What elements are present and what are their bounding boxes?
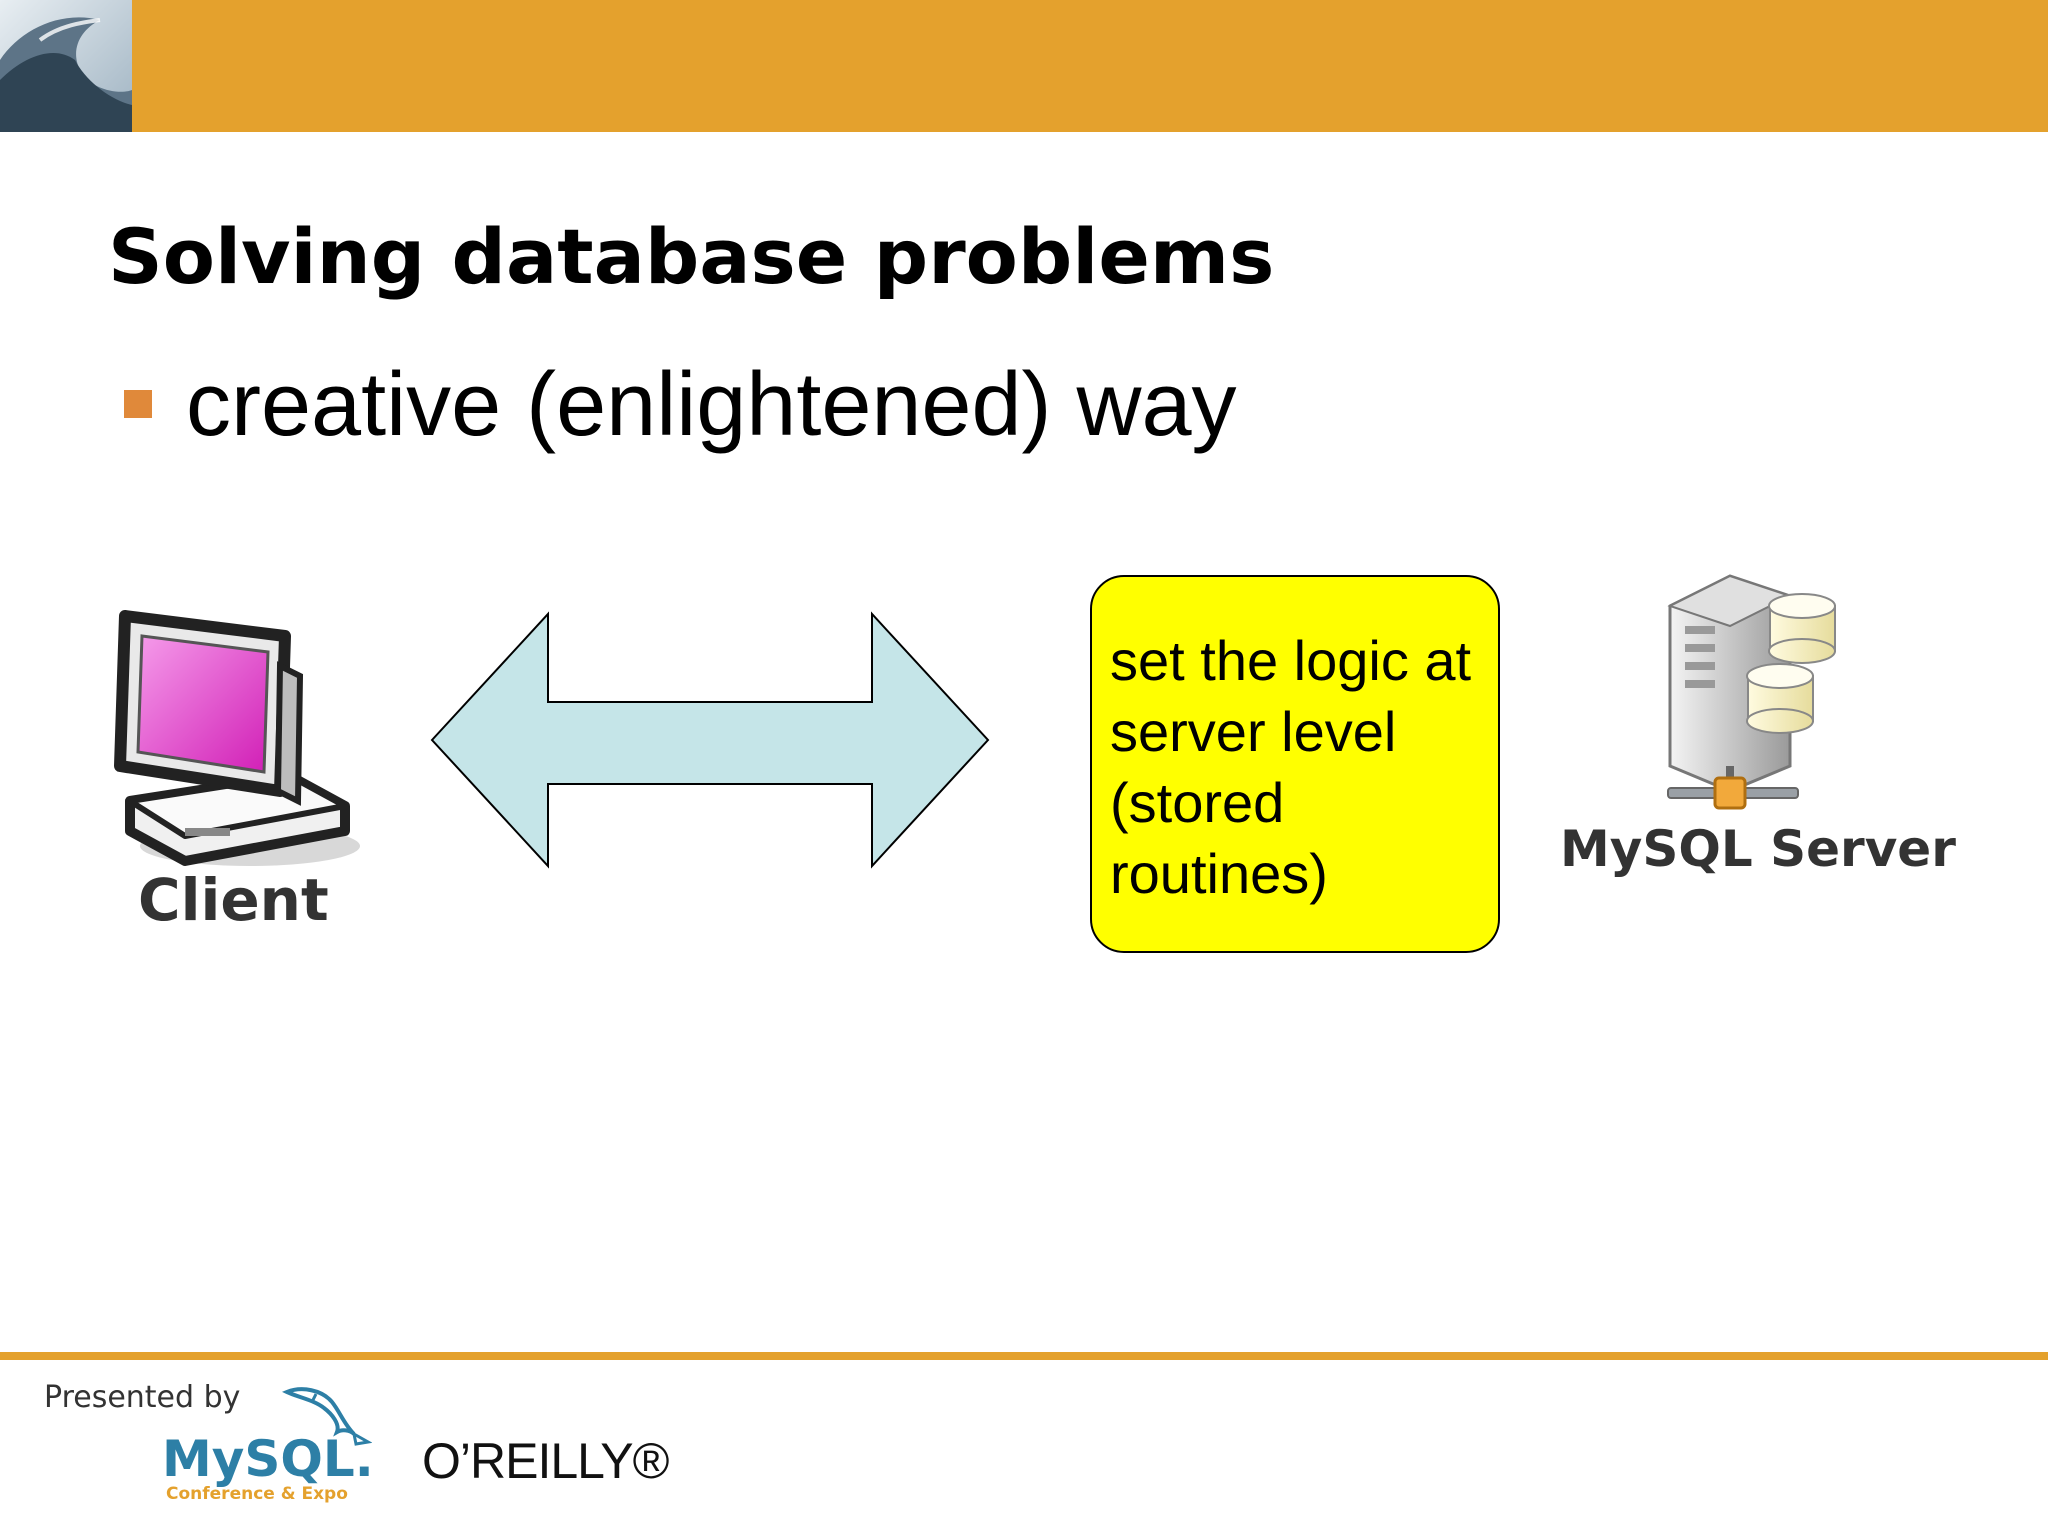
footer-divider <box>0 1352 2048 1360</box>
client-label: Client <box>138 866 329 934</box>
bullet-marker <box>124 390 152 418</box>
presented-by-text: Presented by <box>44 1380 241 1415</box>
mysql-logo: MySQL. <box>162 1430 374 1488</box>
bullet-text: creative (enlightened) way <box>186 355 1237 455</box>
server-database-icon <box>1667 574 1836 810</box>
logic-box: set the logic at server level (stored ro… <box>1090 575 1500 953</box>
wave-image <box>0 0 132 132</box>
header-bar <box>0 0 2048 132</box>
double-arrow <box>430 611 990 869</box>
logic-box-text: set the logic at server level (stored ro… <box>1110 629 1472 905</box>
dolphin-icon <box>282 1387 372 1446</box>
computer-icon <box>114 610 360 866</box>
server-label: MySQL Server <box>1560 820 1956 878</box>
oreilly-logo: O’REILLY® <box>422 1433 669 1489</box>
mysql-conference-text: Conference & Expo <box>166 1484 348 1504</box>
slide-title: Solving database problems <box>108 212 1275 301</box>
